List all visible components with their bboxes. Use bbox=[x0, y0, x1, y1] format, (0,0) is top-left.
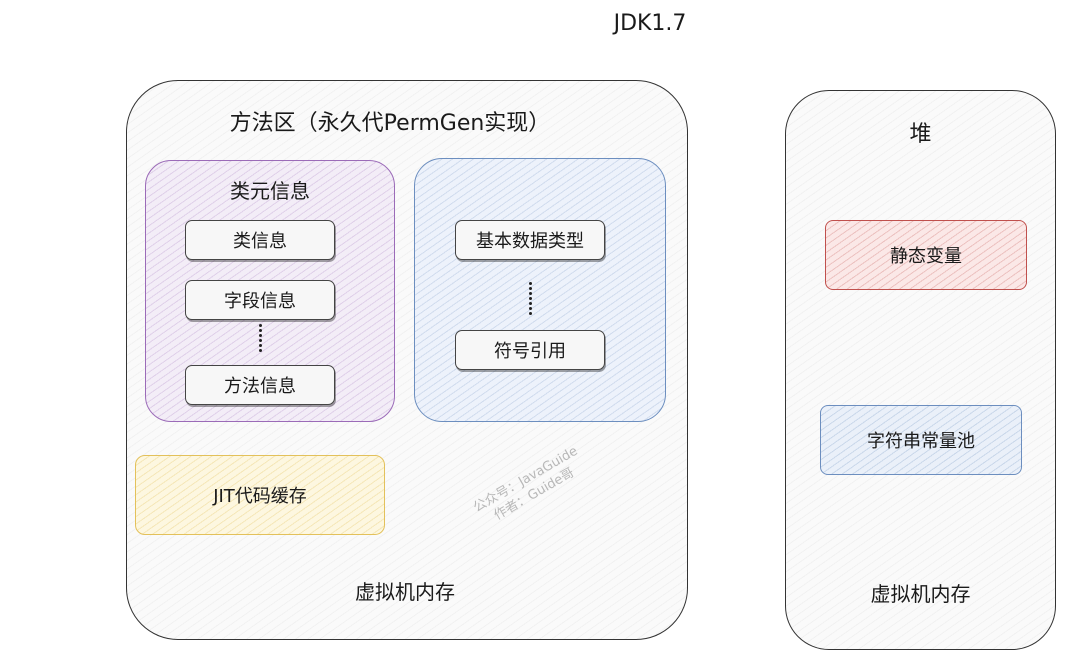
jit-code-cache-box: JIT代码缓存 bbox=[135, 455, 385, 535]
method-area-title: 方法区（永久代PermGen实现） bbox=[229, 111, 551, 136]
runtime-constant-pool-group bbox=[414, 158, 666, 422]
class-metadata-title: 类元信息 bbox=[230, 178, 310, 203]
primitive-types-box: 基本数据类型 bbox=[455, 220, 605, 260]
vertical-ellipsis-icon bbox=[259, 324, 263, 354]
class-info-box: 类信息 bbox=[185, 220, 335, 260]
static-variables-box: 静态变量 bbox=[825, 220, 1027, 290]
vertical-ellipsis-icon bbox=[529, 282, 533, 317]
method-area-memory-label: 虚拟机内存 bbox=[355, 579, 455, 604]
symbolic-reference-box: 符号引用 bbox=[455, 330, 605, 370]
heap-panel bbox=[785, 90, 1056, 650]
heap-memory-label: 虚拟机内存 bbox=[870, 581, 971, 606]
method-info-box: 方法信息 bbox=[185, 365, 335, 405]
diagram-title: JDK1.7 bbox=[613, 10, 687, 36]
heap-title: 堆 bbox=[909, 122, 932, 147]
string-constant-pool-box: 字符串常量池 bbox=[820, 405, 1022, 475]
field-info-box: 字段信息 bbox=[185, 280, 335, 320]
